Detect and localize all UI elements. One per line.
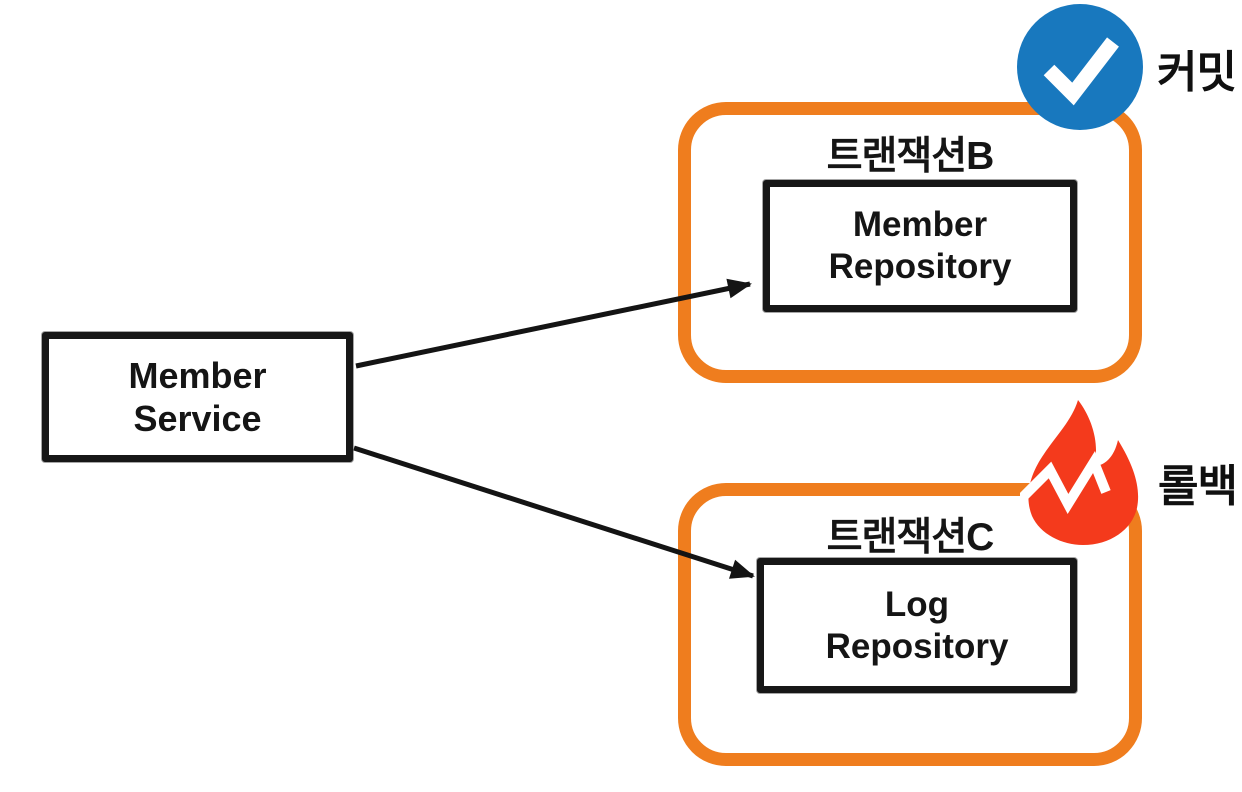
member-repository-label-line1: Member [852, 205, 988, 244]
transaction-c-container: 트랜잭션C Log Repository [678, 483, 1142, 766]
check-mark-icon [1043, 37, 1119, 106]
log-repository-node: Log Repository [757, 558, 1077, 693]
log-repository-label-line2: Repository [825, 626, 1009, 666]
check-circle-icon [1017, 4, 1143, 130]
transaction-c-label: 트랜잭션C [826, 516, 995, 559]
member-repository-label-line2: Repository [828, 247, 1012, 286]
fire-icon [1020, 400, 1139, 545]
member-repository-node: Member Repository [763, 180, 1077, 312]
member-service-label-line1: Member [128, 354, 267, 396]
rollback-label: 롤백 [1158, 462, 1238, 511]
transaction-b-container: 트랜잭션B Member Repository [678, 102, 1142, 383]
check-circle-background [1017, 4, 1143, 130]
log-repository-label-line1: Log [884, 584, 950, 624]
flame-cut-detail [1020, 450, 1111, 515]
commit-label: 커밋 [1157, 48, 1237, 97]
member-service-label-line2: Service [133, 398, 262, 439]
transaction-b-label: 트랜잭션B [826, 135, 995, 178]
member-service-node: Member Service [42, 332, 353, 462]
